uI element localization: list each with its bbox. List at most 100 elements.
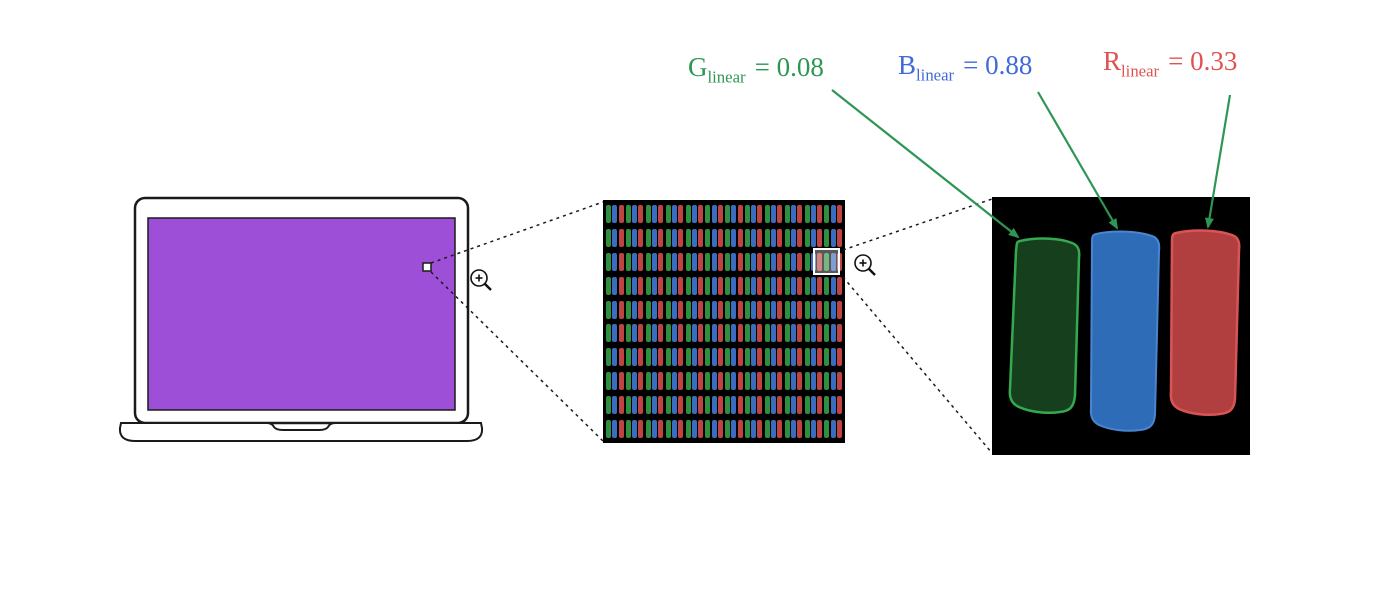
subpixel — [784, 324, 790, 343]
subpixel — [797, 300, 803, 319]
subpixel — [784, 396, 790, 415]
subpixel — [652, 228, 658, 247]
subpixel — [691, 300, 697, 319]
subpixel — [824, 420, 830, 439]
subpixel — [618, 228, 624, 247]
subpixel — [717, 228, 723, 247]
zoom-source-marker — [422, 262, 432, 272]
pixel-cell — [764, 369, 784, 393]
subpixel — [717, 324, 723, 343]
subpixel — [751, 276, 757, 295]
pixel-cell — [625, 226, 645, 250]
subpixel — [665, 420, 671, 439]
subpixel — [764, 348, 770, 367]
subpixel — [764, 300, 770, 319]
pixel-cell — [764, 274, 784, 298]
subpixel — [731, 252, 737, 271]
subpixel — [810, 204, 816, 223]
subpixel — [717, 300, 723, 319]
subpixel — [632, 300, 638, 319]
subpixel — [618, 300, 624, 319]
subpixel — [777, 228, 783, 247]
subpixel — [705, 228, 711, 247]
subpixel — [725, 276, 731, 295]
subpixel — [816, 396, 822, 415]
subpixel — [671, 372, 677, 391]
subpixel — [745, 396, 751, 415]
subpixel — [731, 348, 737, 367]
subpixel — [691, 348, 697, 367]
subpixel — [632, 252, 638, 271]
subpixel — [652, 252, 658, 271]
subpixel — [705, 324, 711, 343]
subpixel — [745, 420, 751, 439]
zoom-connector-line — [842, 198, 993, 251]
pixel-cell — [684, 345, 704, 369]
subpixel — [652, 348, 658, 367]
subpixel — [731, 276, 737, 295]
subpixel — [612, 372, 618, 391]
subpixel — [652, 420, 658, 439]
subpixel — [751, 372, 757, 391]
subpixel — [804, 324, 810, 343]
subpixel — [731, 228, 737, 247]
pixel-cell — [645, 202, 665, 226]
subpixel — [816, 204, 822, 223]
subpixel — [717, 252, 723, 271]
green-value: = 0.08 — [754, 52, 824, 82]
subpixel — [658, 396, 664, 415]
pixel-cell — [724, 226, 744, 250]
subpixel — [836, 396, 842, 415]
subpixel — [697, 276, 703, 295]
subpixel — [626, 396, 632, 415]
subpixel — [757, 252, 763, 271]
subpixel — [697, 420, 703, 439]
pixel-cell — [823, 298, 843, 322]
subpixel — [632, 324, 638, 343]
subpixel — [711, 300, 717, 319]
subpixel — [771, 396, 777, 415]
pixel-cell — [823, 321, 843, 345]
subpixel — [645, 276, 651, 295]
pixel-cell — [605, 250, 625, 274]
subpixel — [618, 420, 624, 439]
pixel-cell — [724, 274, 744, 298]
subpixel — [790, 420, 796, 439]
subpixel — [757, 348, 763, 367]
subpixel — [751, 300, 757, 319]
subpixel — [790, 372, 796, 391]
pixel-cell — [704, 345, 724, 369]
subpixel — [797, 228, 803, 247]
subpixel — [711, 396, 717, 415]
subpixel — [836, 204, 842, 223]
subpixel — [705, 204, 711, 223]
subpixel — [691, 372, 697, 391]
subpixel — [632, 348, 638, 367]
subpixel — [678, 252, 684, 271]
pixel-cell — [803, 369, 823, 393]
subpixel — [665, 396, 671, 415]
subpixel — [717, 396, 723, 415]
subpixel — [725, 372, 731, 391]
subpixel — [678, 372, 684, 391]
pixel-cell — [684, 417, 704, 441]
subpixel — [697, 300, 703, 319]
subpixel — [717, 204, 723, 223]
red-subpixel — [1169, 229, 1241, 417]
subpixel — [652, 204, 658, 223]
pixel-cell — [803, 202, 823, 226]
subpixel — [777, 252, 783, 271]
pixel-cell — [605, 369, 625, 393]
pixel-cell — [645, 417, 665, 441]
subpixel — [618, 348, 624, 367]
subpixel — [697, 348, 703, 367]
subpixel — [836, 420, 842, 439]
pixel-cell — [684, 202, 704, 226]
subpixel — [777, 300, 783, 319]
subpixel — [671, 276, 677, 295]
subpixel — [751, 324, 757, 343]
pixel-cell — [724, 321, 744, 345]
subpixel — [665, 372, 671, 391]
subpixel — [725, 396, 731, 415]
subpixel — [764, 420, 770, 439]
